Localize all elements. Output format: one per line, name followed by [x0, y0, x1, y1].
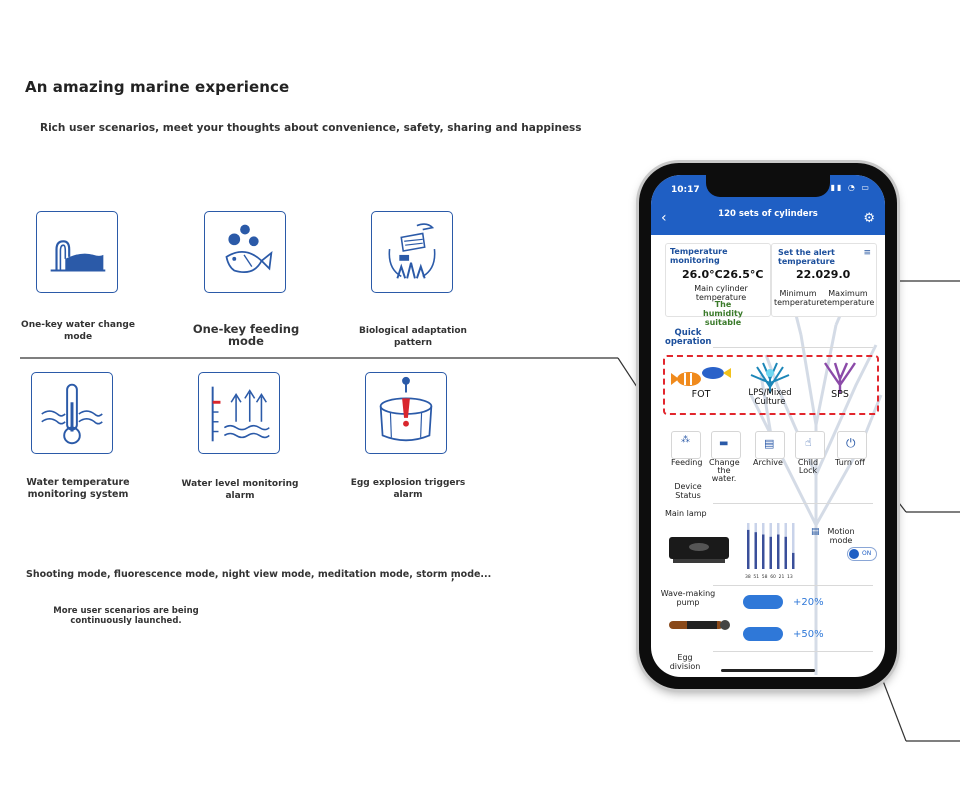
divider	[713, 503, 873, 504]
quick-action-label: Child Lock	[797, 458, 819, 475]
feature-label: Egg explosion triggers alarm	[350, 478, 466, 500]
motion-mode-label: Motion mode	[827, 527, 855, 545]
coral-icon	[750, 362, 790, 393]
phone-screen: 10:17 ▮▮ ◔ ▭ ‹ 120 sets of cylinders ⚙ T…	[651, 175, 885, 677]
toggle-label: ON	[862, 550, 872, 557]
sps-coral-icon	[824, 362, 856, 393]
water-change-icon	[36, 211, 118, 293]
main-lamp-label: Main lamp	[665, 509, 707, 518]
humidity-status: The humidity suitable	[703, 300, 743, 327]
motion-icon: ▤	[811, 527, 820, 537]
lamp-tick-label: 58	[762, 574, 768, 580]
alert-value: 22.029.0	[796, 268, 851, 281]
lamp-bar[interactable]	[747, 529, 750, 569]
mode-sps[interactable]: SPS	[807, 359, 873, 409]
max-temp-label: Maximum temperature	[824, 289, 875, 307]
page-title: An amazing marine experience	[25, 78, 290, 96]
archive-action-icon[interactable]: ▤	[755, 431, 785, 459]
app-header: ‹ 120 sets of cylinders ⚙	[651, 205, 885, 235]
wave-pump-label: Wave-making pump	[660, 589, 716, 607]
mode-fot[interactable]: FOT	[667, 359, 735, 409]
lamp-bar[interactable]	[769, 536, 773, 569]
min-temp-label: Minimum temperature	[774, 289, 825, 307]
mode-label: SPS	[831, 389, 849, 400]
thermometer-icon	[31, 372, 113, 454]
temp-value: 26.0°C26.5°C	[682, 268, 764, 281]
lamp-tick-label: 60	[770, 574, 776, 580]
alert-label: Set the alert temperature	[778, 248, 835, 266]
quick-action-label: Turn off	[835, 458, 865, 467]
lamp-bar-track	[792, 523, 795, 569]
coral-background	[749, 289, 883, 675]
egg-division-label: Egg division	[669, 653, 701, 671]
motion-toggle[interactable]: ON	[847, 547, 877, 561]
feeding-action-icon[interactable]: ⁂	[671, 431, 701, 459]
pump-a-indicator[interactable]	[743, 595, 783, 609]
temperature-card[interactable]: Temperature monitoring 26.0°C26.5°C Main…	[665, 243, 771, 327]
lamp-bar[interactable]	[784, 536, 788, 569]
feeding-icon	[204, 211, 286, 293]
lamp-bar[interactable]	[792, 552, 795, 569]
divider	[713, 347, 873, 348]
toggle-knob	[849, 549, 859, 559]
egg-alarm-icon	[365, 372, 447, 454]
lamp-tick-label: 13	[787, 574, 793, 580]
gear-icon[interactable]: ⚙	[863, 211, 875, 226]
lamp-device-image	[667, 531, 733, 569]
page-subtitle: Rich user scenarios, meet your thoughts …	[40, 122, 582, 134]
mode-label: FOT	[691, 389, 711, 400]
back-icon[interactable]: ‹	[661, 210, 667, 226]
lamp-bar[interactable]	[754, 532, 758, 569]
divider	[713, 585, 873, 586]
feature-label: Water temperature monitoring system	[26, 477, 130, 500]
note-mark: ,	[451, 572, 455, 583]
mode-selector	[663, 355, 879, 415]
device-status-label: Device Status	[674, 482, 702, 500]
pump-b-indicator[interactable]	[743, 627, 783, 641]
mode-lps[interactable]: LPS/Mixed Culture	[739, 359, 801, 413]
bio-adaptation-icon	[371, 211, 453, 293]
lamp-tick-label: 21	[779, 574, 785, 580]
lamp-bar[interactable]	[762, 534, 765, 570]
pump-a-value: +20%	[793, 597, 824, 608]
modes-note: Shooting mode, fluorescence mode, night …	[26, 569, 492, 580]
status-time: 10:17	[671, 185, 700, 195]
signal-wifi-battery-icon: ▮▮ ◔ ▭	[830, 183, 871, 192]
water-level-icon	[198, 372, 280, 454]
more-note: More user scenarios are being continuous…	[53, 606, 199, 626]
water-change-action-icon[interactable]: ▬	[711, 431, 741, 459]
feature-label: Biological adaptation pattern	[359, 326, 467, 348]
feature-label: Water level monitoring alarm	[181, 479, 299, 501]
header-title: 120 sets of cylinders	[718, 209, 818, 219]
quick-action-label: Change the water.	[709, 458, 740, 483]
child-lock-action-icon[interactable]: ☝	[795, 431, 825, 459]
mode-label: LPS/Mixed Culture	[748, 388, 792, 407]
fish-icon	[671, 367, 731, 386]
alert-card[interactable]: Set the alert temperature ≡ 22.029.0 Min…	[771, 243, 877, 317]
divider	[713, 651, 873, 652]
feature-label: One-key water change mode	[21, 320, 135, 342]
main-cylinder-label: Main cylinder temperature	[694, 284, 748, 302]
list-icon: ≡	[863, 248, 871, 258]
power-action-icon[interactable]: ⏻	[837, 431, 867, 459]
lamp-bar[interactable]	[777, 534, 780, 570]
lamp-tick-label: 38	[745, 574, 751, 580]
lamp-tick-label: 51	[753, 574, 759, 580]
temp-monitoring-label: Temperature monitoring	[670, 247, 728, 265]
phone-mockup: 10:17 ▮▮ ◔ ▭ ‹ 120 sets of cylinders ⚙ T…	[639, 163, 897, 689]
pump-b-value: +50%	[793, 629, 824, 640]
pump-device-image	[667, 615, 733, 635]
phone-notch	[706, 175, 830, 197]
quick-operation-label: Quick operation	[665, 328, 712, 347]
quick-action-label: Archive	[753, 458, 783, 467]
feature-label: One-key feeding mode	[192, 322, 300, 348]
home-indicator	[721, 669, 815, 672]
quick-action-label: Feeding	[671, 458, 703, 467]
